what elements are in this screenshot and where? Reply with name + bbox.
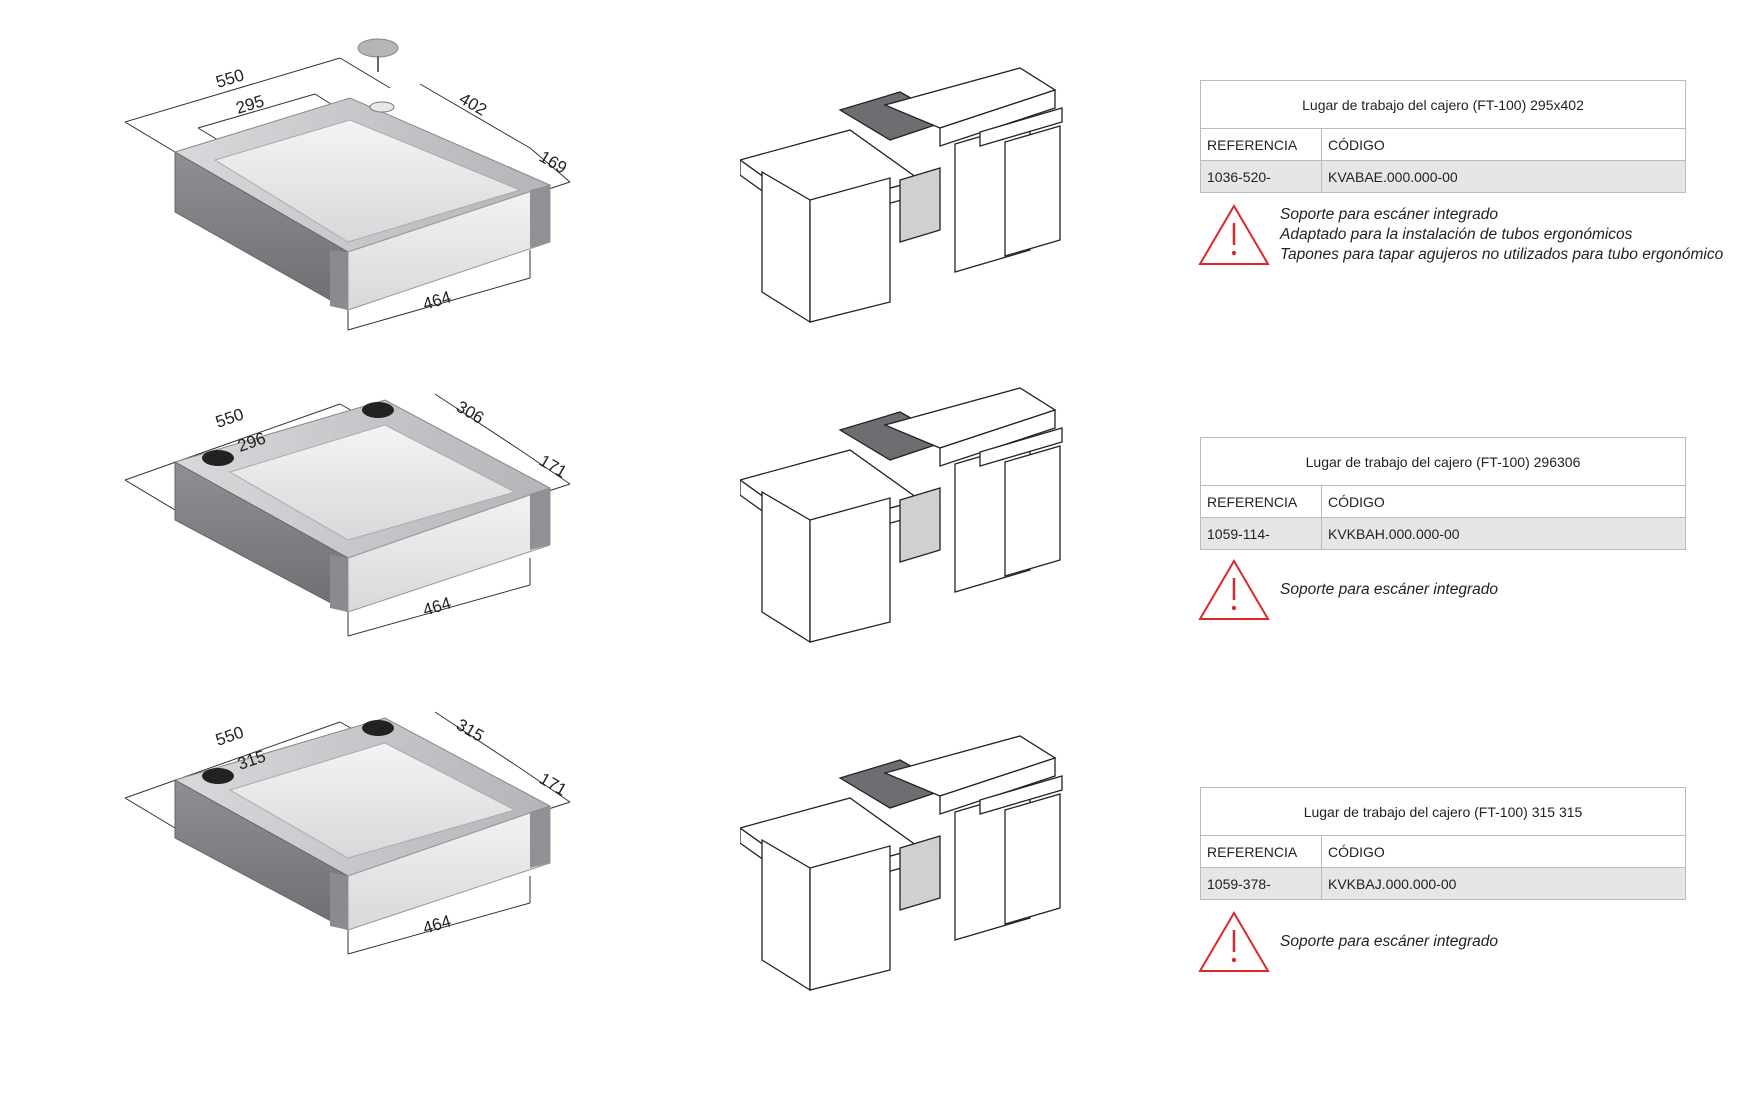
dim-front: 464: [421, 911, 454, 937]
dim-inner-width: 295: [234, 91, 267, 117]
dim-height: 171: [536, 769, 570, 800]
product-spec-table: Lugar de trabajo del cajero (FT-100) 315…: [1200, 787, 1686, 900]
dim-height: 171: [536, 451, 570, 482]
codigo-value: KVKBAJ.000.000-00: [1321, 867, 1686, 900]
referencia-value: 1059-378-: [1200, 867, 1322, 900]
checkout-counter-drawing: [740, 387, 1063, 644]
box-dimension-drawing: 550 315 315 171 464: [124, 711, 571, 955]
header-referencia: REFERENCIA: [1200, 485, 1322, 518]
dim-depth: 402: [456, 89, 490, 120]
dim-front: 464: [421, 593, 454, 619]
header-codigo: CÓDIGO: [1321, 485, 1686, 518]
dim-depth: 315: [453, 715, 487, 746]
header-referencia: REFERENCIA: [1200, 835, 1322, 868]
note-text: Soporte para escáner integrado: [1280, 206, 1499, 223]
header-codigo: CÓDIGO: [1321, 128, 1686, 161]
codigo-value: KVABAE.000.000-00: [1321, 160, 1686, 193]
note-text: Soporte para escáner integrado: [1280, 933, 1499, 950]
dim-front: 464: [421, 287, 454, 313]
note-text: Adaptado para la instalación de tubos er…: [1280, 226, 1633, 243]
referencia-value: 1036-520-: [1200, 160, 1322, 193]
dim-width: 550: [213, 405, 246, 432]
codigo-value: KVKBAH.000.000-00: [1321, 517, 1686, 550]
product-row-2: 550 296 306 171 464 Lugar de trabajo del…: [0, 380, 1754, 720]
table-title: Lugar de trabajo del cajero (FT-100) 296…: [1200, 437, 1686, 486]
dim-width: 550: [213, 723, 246, 750]
dim-height: 169: [536, 147, 570, 178]
checkout-counter-drawing: [740, 735, 1063, 992]
table-title: Lugar de trabajo del cajero (FT-100) 295…: [1200, 80, 1686, 129]
header-referencia: REFERENCIA: [1200, 128, 1322, 161]
box-dimension-drawing: 550 296 306 171 464: [124, 393, 571, 637]
note-text: Soporte para escáner integrado: [1280, 581, 1499, 598]
product-row-1: 550 295 402 169 464 Lugar de trabajo del…: [0, 20, 1754, 360]
cap-icon: [357, 38, 399, 58]
checkout-counter-drawing: [740, 67, 1063, 324]
note-text: Tapones para tapar agujeros no utilizado…: [1280, 246, 1724, 263]
table-title: Lugar de trabajo del cajero (FT-100) 315…: [1200, 787, 1686, 836]
product-spec-table: Lugar de trabajo del cajero (FT-100) 295…: [1200, 80, 1686, 193]
warning-icon: [1198, 559, 1270, 620]
box-dimension-drawing: 550 295 402 169 464: [124, 38, 571, 331]
header-codigo: CÓDIGO: [1321, 835, 1686, 868]
warning-icon: [1198, 911, 1270, 972]
dim-depth: 306: [453, 397, 487, 428]
product-row-3: 550 315 315 171 464 Lugar de trabajo del…: [0, 711, 1754, 1068]
product-spec-table: Lugar de trabajo del cajero (FT-100) 296…: [1200, 437, 1686, 550]
referencia-value: 1059-114-: [1200, 517, 1322, 550]
warning-icon: [1198, 204, 1270, 265]
